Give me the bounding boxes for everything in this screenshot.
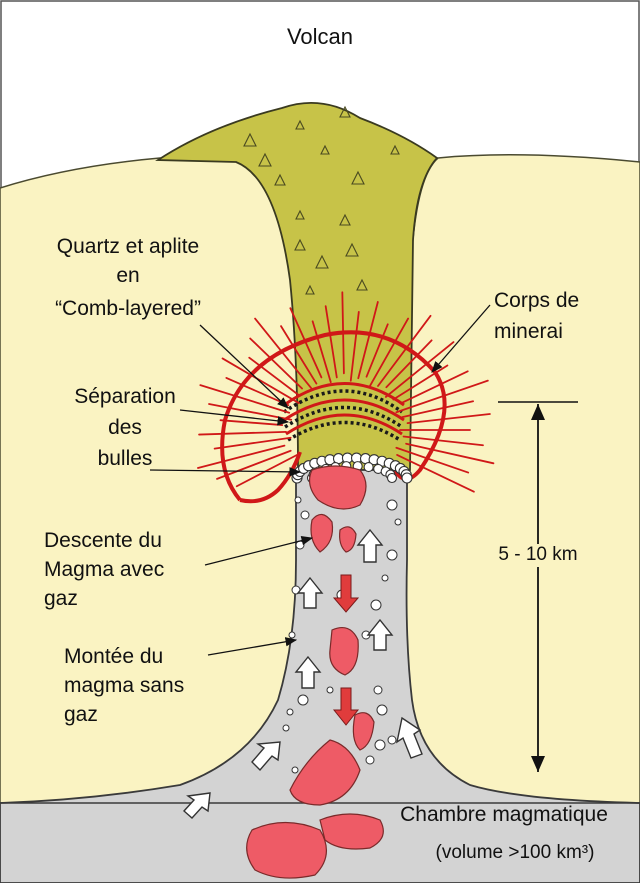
diagram-title: Volcan <box>240 24 400 50</box>
gas-bubble-icon <box>283 725 289 731</box>
gas-bubble-icon <box>287 709 293 715</box>
gas-bubble-icon <box>382 575 388 581</box>
gas-bubble-icon <box>301 511 309 519</box>
gas-bubble-icon <box>298 695 308 705</box>
label-bubble-separation: Séparation des bulles <box>50 384 200 472</box>
gas-bubble-icon <box>395 519 401 525</box>
label-line: minerai <box>494 319 634 344</box>
gas-bubble-icon <box>387 550 397 560</box>
gas-bubble-icon <box>366 756 374 764</box>
label-line: Quartz et aplite <box>18 234 238 259</box>
label-ore-body: Corps de minerai <box>494 288 634 344</box>
label-line: Séparation <box>50 384 200 409</box>
label-line: en <box>18 263 238 288</box>
label-line: “Comb-layered” <box>18 296 238 321</box>
gas-bubble-icon <box>375 740 385 750</box>
label-line: Montée du <box>64 644 244 669</box>
label-line: Descente du <box>44 528 224 553</box>
gas-bubble-icon <box>295 497 301 503</box>
label-line: bulles <box>50 446 200 471</box>
gas-bubble-icon <box>371 600 381 610</box>
magma-blob <box>247 823 327 879</box>
gas-bubble-icon <box>374 686 382 694</box>
label-magma-descent: Descente du Magma avec gaz <box>44 528 224 612</box>
gas-bubble-icon <box>388 736 396 744</box>
label-depth: 5 - 10 km <box>478 544 598 567</box>
label-quartz-comb-layered: Quartz et aplite en “Comb-layered” <box>18 234 238 322</box>
gas-bubble-icon <box>289 632 295 638</box>
label-line: Corps de <box>494 288 634 313</box>
gas-bubble-icon <box>388 474 397 483</box>
gas-bubble-icon <box>387 500 397 510</box>
label-line: gaz <box>64 702 244 727</box>
gas-bubble-icon <box>292 767 298 773</box>
label-line: gaz <box>44 586 224 611</box>
label-line: des <box>50 415 200 440</box>
gas-bubble-icon <box>377 705 387 715</box>
gas-bubble-icon <box>327 687 333 693</box>
gas-bubble-icon <box>402 473 412 483</box>
label-chamber-volume: (volume >100 km³) <box>400 842 630 865</box>
label-line: Magma avec <box>44 557 224 582</box>
label-magma-chamber: Chambre magmatique <box>370 802 638 827</box>
label-magma-ascent: Montée du magma sans gaz <box>64 644 244 728</box>
gas-bubble-icon <box>364 463 373 472</box>
label-line: magma sans <box>64 673 244 698</box>
